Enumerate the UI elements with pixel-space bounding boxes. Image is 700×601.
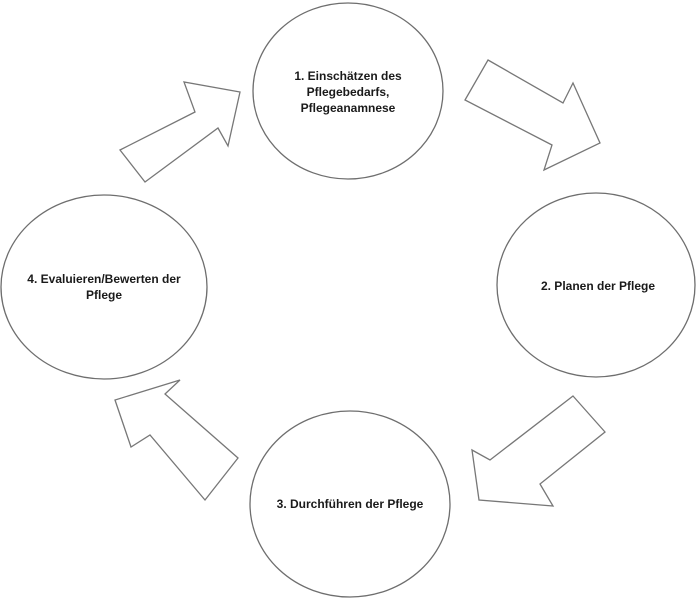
step-3-label: 3. Durchführen der Pflege bbox=[276, 497, 424, 511]
step-3-circle bbox=[249, 410, 451, 598]
step-2-circle bbox=[496, 192, 696, 378]
arrow-4-to-1 bbox=[119, 81, 241, 183]
step-1-label: 1. Einschätzen des Pflegebedarfs, Pflege… bbox=[294, 69, 402, 115]
step-2-label: 2. Planen der Pflege bbox=[540, 279, 656, 293]
step-1-circle bbox=[252, 2, 444, 180]
step-4-circle bbox=[0, 194, 208, 380]
step-4-label: 4. Evaluieren/Bewerten der Pflege bbox=[27, 272, 181, 302]
arrow-2-to-3 bbox=[471, 395, 606, 507]
arrow-1-to-2 bbox=[464, 59, 601, 172]
arrow-3-to-4 bbox=[114, 379, 239, 502]
